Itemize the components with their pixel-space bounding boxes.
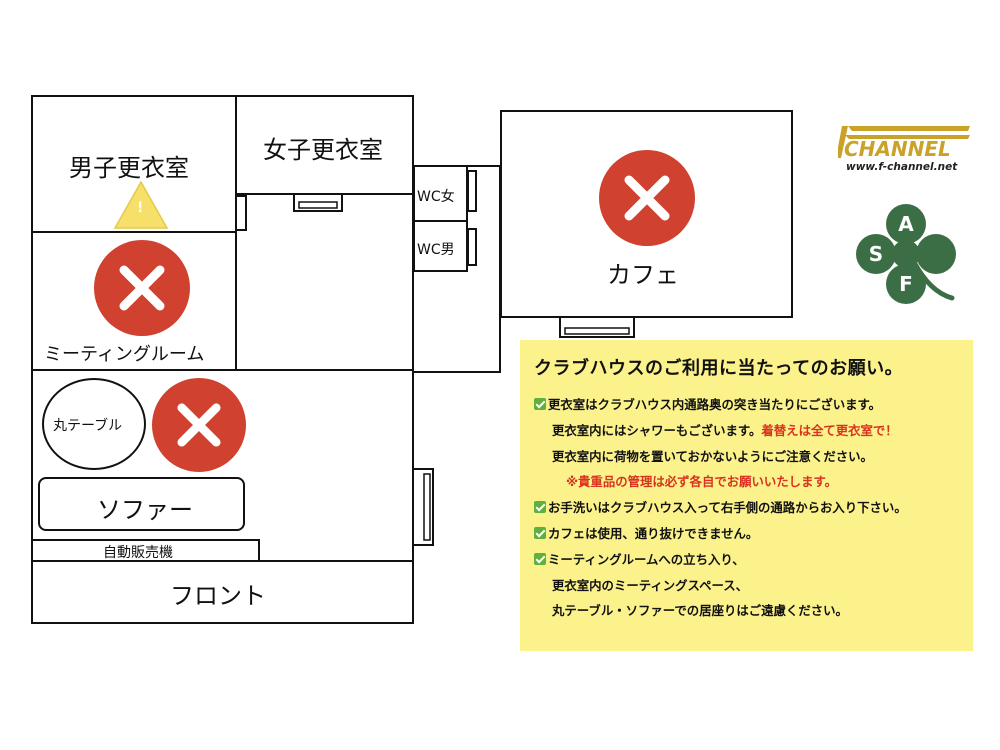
notice-panel: クラブハウスのご利用に当たってのお願い。 更衣室はクラブハウス内通路奥の突き当た… [520, 340, 973, 651]
womens-locker-label: 女子更衣室 [263, 136, 383, 164]
sofa [38, 477, 245, 531]
wc-male [413, 220, 468, 272]
fchannel-url: www.f-channel.net [846, 161, 958, 173]
notice-text-meeting-space: 更衣室内のミーティングスペース、 [552, 577, 749, 593]
notice-line: 更衣室内にはシャワーもございます。着替えは全て更衣室で！ [534, 418, 959, 444]
front-desk [31, 560, 414, 624]
vending-machine-label: 自動販売機 [103, 545, 173, 561]
notice-text-cafe: カフェは使用、通り抜けできません。 [548, 525, 759, 541]
notice-line: カフェは使用、通り抜けできません。 [534, 521, 959, 547]
wc-male-label: WC男 [417, 242, 455, 258]
notice-text-restroom: お手洗いはクラブハウス入って右手側の通路からお入り下さい。 [548, 500, 907, 516]
notice-line: 更衣室内のミーティングスペース、 [534, 573, 959, 599]
asf-letter-a: A [898, 212, 914, 236]
notice-line: ミーティングルームへの立ち入り、 [534, 547, 959, 573]
check-icon [534, 552, 546, 565]
notice-line: ※貴重品の管理は必ず各自でお願いいたします。 [534, 469, 959, 495]
wc-door-male [467, 228, 477, 266]
mens-locker-label: 男子更衣室 [69, 154, 189, 182]
sofa-label: ソファー [97, 496, 193, 524]
wc-door-female [467, 170, 477, 212]
front-desk-label: フロント [170, 582, 266, 610]
notice-text-locker-location: 更衣室はクラブハウス内通路奥の突き当たりにございます。 [548, 397, 882, 412]
wc-female-label: WC女 [417, 189, 455, 205]
cafe-label: カフェ [607, 261, 679, 289]
fchannel-logo: CHANNEL www.f-channel.net [838, 126, 970, 173]
womens-locker-door [293, 193, 343, 212]
notice-line: 更衣室内に荷物を置いておかないようにご注意ください。 [534, 444, 959, 470]
womens-locker-room [235, 95, 414, 195]
round-table-label: 丸テーブル [53, 418, 123, 434]
mens-locker-door [235, 195, 247, 231]
asf-clover-logo: A S F [856, 204, 956, 304]
notice-text-no-loitering: 丸テーブル・ソファーでの居座りはご遠慮ください。 [552, 603, 848, 619]
check-icon [534, 398, 546, 410]
round-table [42, 378, 146, 470]
notice-text-shower: 更衣室内にはシャワーもございます。 [552, 422, 762, 438]
prohibited-icon-cafe [599, 150, 695, 246]
check-icon [534, 501, 546, 514]
notice-text-meeting-room: ミーティングルームへの立ち入り、 [548, 551, 745, 567]
meeting-room-label: ミーティングルーム [44, 344, 205, 365]
notice-title: クラブハウスのご利用に当たってのお願い。 [534, 358, 904, 379]
asf-letter-s: S [869, 242, 883, 266]
fchannel-name: CHANNEL [844, 137, 951, 161]
notice-line: 更衣室はクラブハウス内通路奥の突き当たりにございます。 [534, 392, 959, 418]
wc-block [413, 165, 501, 373]
notice-line: 丸テーブル・ソファーでの居座りはご遠慮ください。 [534, 598, 959, 624]
check-icon [534, 526, 546, 539]
prohibited-icon-meeting [94, 240, 190, 336]
notice-text-valuables: ※貴重品の管理は必ず各自でお願いいたします。 [566, 474, 838, 490]
warning-icon [113, 180, 169, 229]
entrance-door [412, 468, 434, 546]
cafe-door [559, 316, 635, 338]
notice-text-luggage: 更衣室内に荷物を置いておかないようにご注意ください。 [552, 448, 873, 464]
warning-mark: ! [137, 200, 144, 216]
asf-letter-f: F [899, 272, 913, 296]
notice-line: お手洗いはクラブハウス入って右手側の通路からお入り下さい。 [534, 495, 959, 521]
prohibited-icon-lounge [152, 378, 246, 472]
notice-text-change-in-locker: 着替えは全て更衣室で！ [761, 422, 898, 438]
